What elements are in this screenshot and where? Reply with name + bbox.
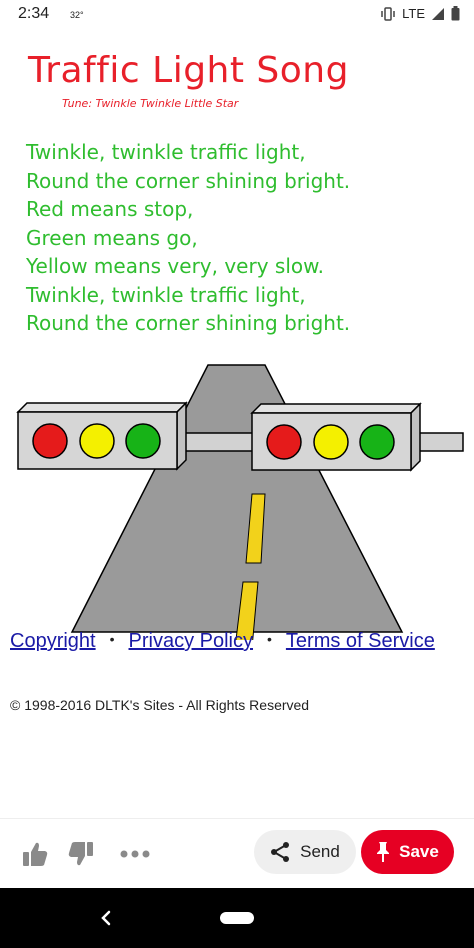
network-label: LTE (402, 6, 425, 21)
green-light-icon (359, 424, 395, 460)
vibrate-icon (381, 6, 395, 21)
lyric-line: Twinkle, twinkle traffic light, (26, 140, 306, 164)
back-icon[interactable] (96, 906, 116, 930)
save-label: Save (399, 842, 439, 861)
action-bar: Send Save (0, 818, 474, 889)
send-button[interactable]: Send (254, 830, 356, 874)
traffic-light-illustration (16, 364, 464, 640)
traffic-light-left (16, 401, 188, 471)
lyric-line: Yellow means very, very slow. (26, 254, 324, 278)
red-light-icon (32, 423, 68, 459)
home-pill-icon[interactable] (220, 912, 254, 924)
green-light-icon (125, 423, 161, 459)
copyright-link[interactable]: Copyright (10, 630, 96, 652)
status-indicators: LTE (380, 6, 460, 21)
more-icon (120, 850, 150, 858)
status-time: 2:34 (18, 5, 50, 22)
road (70, 364, 404, 633)
separator: • (109, 631, 115, 647)
yellow-light-icon (313, 424, 349, 460)
lyric-line: Green means go, (26, 225, 198, 250)
terms-of-service-link[interactable]: Terms of Service (285, 630, 435, 652)
lane-dash (245, 493, 266, 564)
navigation-bar (0, 888, 474, 948)
like-button[interactable] (18, 837, 52, 871)
traffic-light-right (250, 402, 422, 472)
share-icon (271, 842, 290, 862)
yellow-light-icon (79, 423, 115, 459)
page-title: Traffic Light Song (28, 50, 349, 91)
pin-icon (377, 842, 390, 862)
separator: • (267, 631, 272, 647)
send-label: Send (300, 842, 340, 861)
lyric-line: Twinkle, twinkle traffic light, (26, 282, 306, 307)
lyric-line: Round the corner shining bright. (26, 168, 351, 193)
lyric-line: Round the corner shining bright. (26, 311, 351, 335)
signal-icon (432, 7, 444, 20)
lane-dash (235, 581, 259, 640)
status-bar: 2:34 32° LTE (0, 0, 474, 30)
lyric-line: Red means stop, (26, 197, 194, 221)
dislike-button[interactable] (64, 837, 98, 871)
battery-icon (451, 6, 460, 21)
footer-links: Copyright • Privacy Policy • Terms of Servic… (10, 628, 450, 652)
more-options-button[interactable] (118, 837, 152, 871)
tune-subtitle: Tune: Twinkle Twinkle Little Star (62, 97, 239, 110)
copyright-notice: © 1998-2016 DLTK's Sites - All Rights Re… (10, 697, 310, 713)
thumbs-up-icon (23, 842, 48, 866)
song-lyrics: Twinkle, twinkle traffic light, Round th… (26, 138, 350, 338)
privacy-policy-link[interactable]: Privacy Policy (128, 630, 253, 652)
save-button[interactable]: Save (361, 830, 454, 874)
red-light-icon (266, 424, 302, 460)
thumbs-down-icon (68, 842, 93, 866)
status-temperature: 32° (70, 10, 84, 20)
